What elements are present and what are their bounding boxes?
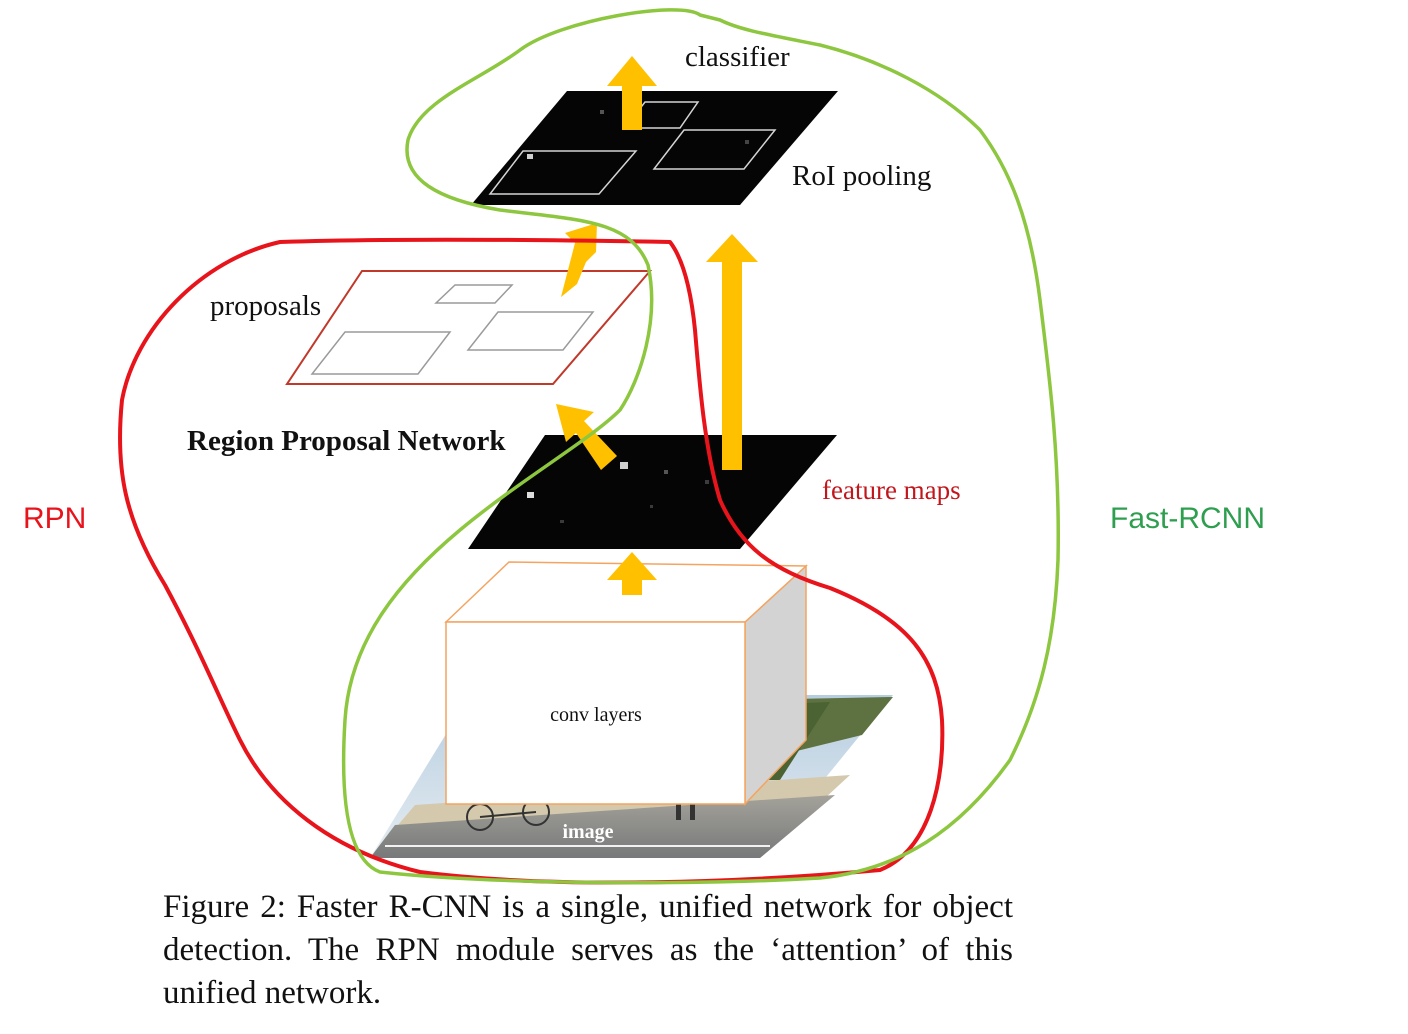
fast-rcnn-boundary <box>341 8 1060 885</box>
label-feature-maps: feature maps <box>822 475 961 505</box>
feature-map-plane <box>468 435 837 549</box>
figure-caption: Figure 2: Faster R-CNN is a single, unif… <box>163 889 1013 1011</box>
label-roi-pooling: RoI pooling <box>792 160 931 192</box>
roi-pooling-plane <box>471 91 838 205</box>
annotation-rpn: RPN <box>23 502 86 535</box>
arrow-conv-to-features <box>607 552 657 595</box>
arrow-classifier-up <box>607 56 657 130</box>
label-proposals: proposals <box>210 290 321 322</box>
arrow-features-to-roi <box>706 234 758 470</box>
label-classifier: classifier <box>685 41 790 73</box>
label-image: image <box>562 821 613 843</box>
annotation-fast-rcnn: Fast-RCNN <box>1110 502 1265 535</box>
label-conv-layers: conv layers <box>550 704 642 726</box>
label-region-proposal-network: Region Proposal Network <box>187 425 506 457</box>
conv-layers-box <box>444 561 808 806</box>
proposals-plane <box>285 270 653 385</box>
